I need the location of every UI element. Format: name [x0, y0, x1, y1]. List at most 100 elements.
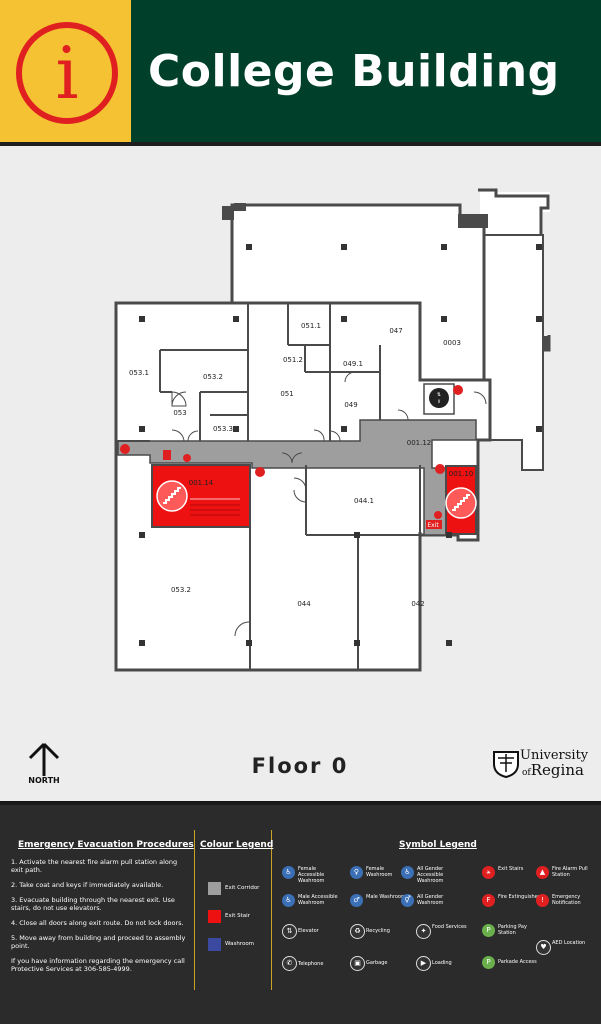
elevator-icon: ⇅: [282, 924, 297, 939]
floor-label: Floor 0: [251, 754, 349, 778]
room-label: 053: [173, 409, 186, 417]
symbol-label: Male Accessible Washroom: [298, 894, 338, 906]
logo-of: of: [522, 768, 531, 778]
legend-panel: [0, 802, 601, 1024]
room-label: 044.1: [354, 497, 374, 505]
room-label: 051: [280, 390, 293, 398]
symbol-label: Telephone: [298, 961, 324, 967]
room-label: 044: [297, 600, 311, 608]
floor-plan: ⇅ II Exit 051.1 047 0003 051.2 049.1: [114, 188, 551, 672]
parkade-access-icon: P: [482, 956, 495, 969]
symbol-label: Food Services: [432, 924, 467, 930]
recycling-icon: ♻: [350, 924, 365, 939]
emergency-notification-icon: !: [536, 894, 549, 907]
parking-pay-station-icon: P: [482, 924, 495, 937]
interior-walls: [116, 303, 421, 670]
door-swings: [171, 371, 487, 637]
symbol-legend-title: Symbol Legend: [399, 840, 477, 850]
legend-divider: [271, 830, 272, 990]
colour-legend-title: Colour Legend: [200, 840, 274, 850]
loading-icon: ▶: [416, 956, 431, 971]
fire-alarm-pull-station-icon: [183, 454, 442, 519]
page-title: College Building: [148, 46, 560, 97]
fire-extinguisher-icon: F: [482, 894, 495, 907]
svg-text:II: II: [438, 399, 440, 404]
female-washroom-icon: ♀: [350, 866, 363, 879]
info-icon: i: [16, 22, 118, 124]
exit-stairs-icon: ⚹: [482, 866, 495, 879]
male-washroom-icon: ♂: [350, 894, 363, 907]
logo-regina: Regina: [530, 761, 584, 779]
stair-swatch: [208, 910, 221, 923]
procedure-step: If you have information regarding the em…: [11, 957, 185, 973]
procedure-step: 3. Evacuate building through the nearest…: [11, 896, 175, 912]
exit-stairs: [151, 464, 477, 535]
garbage-icon: ▣: [350, 956, 365, 971]
lower-block: [114, 301, 492, 672]
room-label: 049: [344, 401, 357, 409]
room-label: 053.2: [171, 586, 191, 594]
procedure-step: 2. Take coat and keys if immediately ava…: [11, 881, 164, 889]
room-label: 053.1: [129, 369, 149, 377]
symbol-label: Female Accessible Washroom: [298, 866, 325, 884]
annex-block: [478, 188, 551, 471]
washroom-swatch: [208, 938, 221, 951]
procedures-list: 1. Activate the nearest fire alarm pull …: [11, 858, 187, 980]
room-label: 0003: [443, 339, 461, 347]
room-label: 001.10: [449, 470, 474, 478]
north-label: NORTH: [28, 776, 60, 785]
room-label: 001.12: [407, 439, 432, 447]
procedure-step: 5. Move away from building and proceed t…: [11, 934, 186, 950]
info-panel: i: [0, 0, 131, 142]
header-divider: [0, 142, 601, 146]
symbol-label: Parkade Access: [498, 959, 537, 965]
svg-text:⇅: ⇅: [437, 392, 441, 398]
symbol-label: Female Washroom: [366, 866, 393, 878]
exit-sign: Exit: [426, 520, 442, 529]
all-gender-washroom-icon: ⚥: [401, 894, 414, 907]
room-labels: 051.1 047 0003 051.2 049.1 053.1 053.2 0…: [129, 322, 473, 608]
columns: [139, 244, 542, 646]
telephone-icon: ✆: [282, 956, 297, 971]
symbol-label: Loading: [432, 960, 452, 966]
elevator-icon: ⇅ II: [423, 383, 455, 415]
symbol-label: Elevator: [298, 928, 319, 934]
info-glyph: i: [55, 31, 79, 115]
room-label: 042: [411, 600, 424, 608]
male-accessible-washroom-icon: ♿: [282, 894, 295, 907]
fire-extinguisher-icon: [120, 385, 463, 477]
procedures-title: Emergency Evacuation Procedures: [18, 840, 194, 850]
symbol-label: Exit Stairs: [498, 866, 524, 872]
procedure-step: 4. Close all doors along exit route. Do …: [11, 919, 184, 927]
room-label: 047: [389, 327, 402, 335]
symbol-label: Fire Alarm Pull Station: [552, 866, 588, 878]
colour-legend-label: Exit Stair: [225, 913, 250, 919]
logo-line-2: ofRegina: [522, 761, 584, 779]
university-crest-icon: [493, 751, 519, 778]
legend-divider: [194, 830, 195, 990]
emergency-notification-icon: [163, 450, 171, 460]
symbol-label: Male Washroom: [366, 894, 406, 900]
room-label: 051.1: [301, 322, 321, 330]
exit-sign-label: Exit: [427, 522, 439, 529]
colour-legend-label: Washroom: [225, 941, 255, 947]
symbol-label: Fire Extinguisher: [498, 894, 540, 900]
corridor-swatch: [208, 882, 221, 895]
north-arrow-icon: [28, 742, 60, 776]
symbol-label: Recycling: [366, 928, 390, 934]
room-label: 049.1: [343, 360, 363, 368]
fire-alarm-pull-station-icon: ▲: [536, 866, 549, 879]
room-label: 051.2: [283, 356, 303, 364]
procedure-step: 1. Activate the nearest fire alarm pull …: [11, 858, 178, 874]
room-label: 001.14: [189, 479, 214, 487]
aed-location-icon: ♥: [536, 940, 551, 955]
symbol-label: Emergency Notification: [552, 894, 581, 906]
colour-legend-label: Exit Corridor: [225, 885, 260, 891]
logo-line-1: University: [520, 748, 589, 763]
symbol-label: All Gender Washroom: [417, 894, 444, 906]
symbol-label: Parking Pay Station: [498, 924, 527, 936]
symbol-label: Garbage: [366, 960, 388, 966]
all-gender-accessible-washroom-icon: ♿: [401, 866, 414, 879]
room-label: 053.3: [213, 425, 233, 433]
